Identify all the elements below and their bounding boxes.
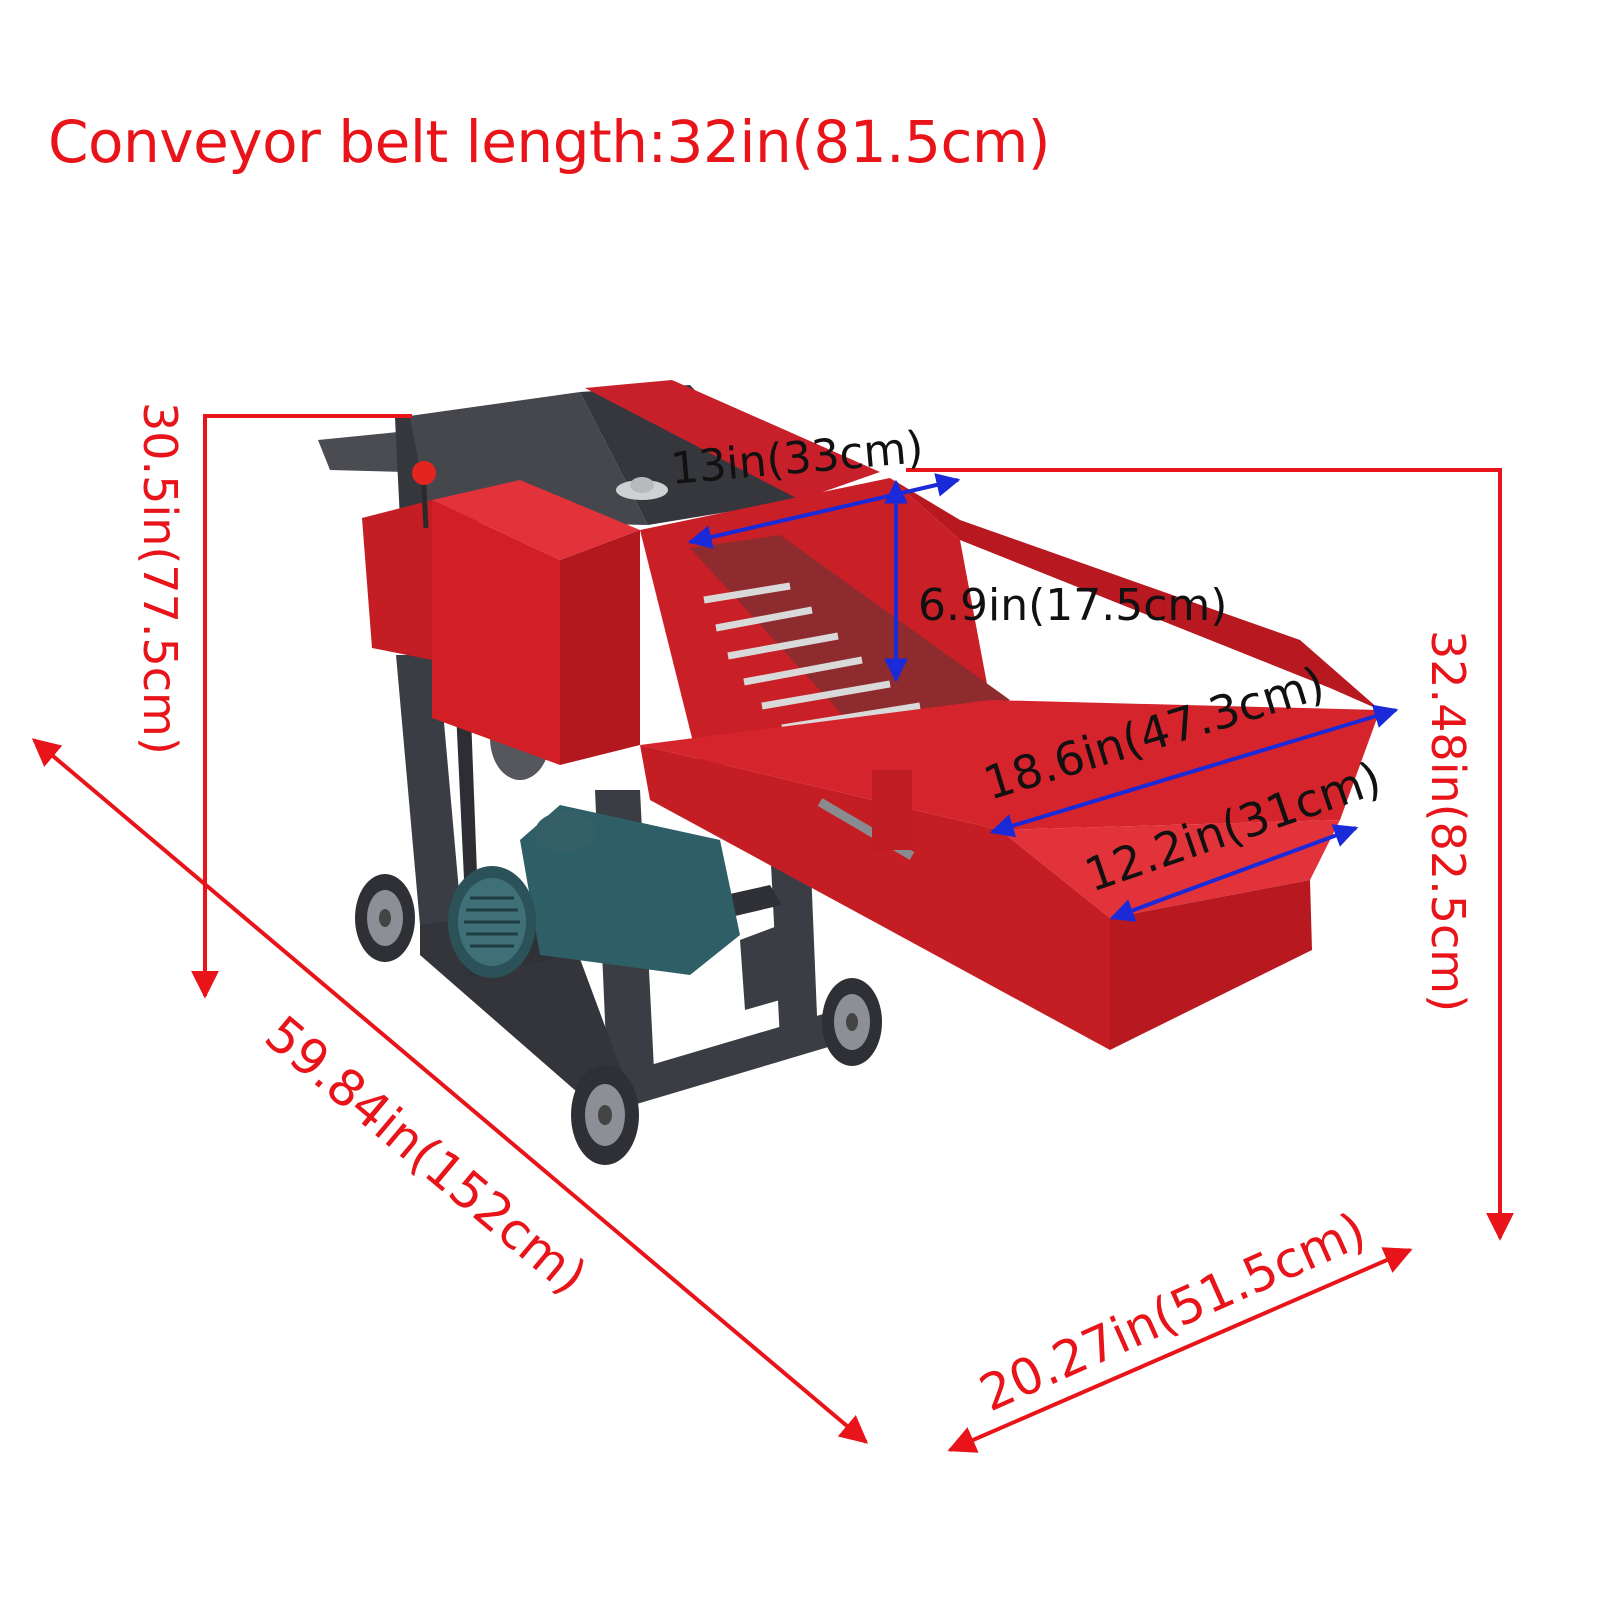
caster-wheel-icon (355, 874, 415, 962)
dimension-lines-red (31, 414, 1514, 1453)
caster-wheel-icon (571, 1065, 639, 1165)
height-left-label: 30.5in(77.5cm) (133, 402, 187, 755)
tray-inner-width-line (1109, 824, 1359, 922)
inlet-height-label: 6.9in(17.5cm) (918, 580, 1227, 631)
tray-outer-width-line (989, 704, 1399, 838)
machine-housing (362, 461, 640, 765)
height-right-line (906, 468, 1514, 1241)
width-line (947, 1247, 1413, 1453)
width-label: 20.27in(51.5cm) (971, 1201, 1374, 1423)
chaff-cutter-machine-icon (318, 380, 1385, 1165)
caster-wheel-icon (822, 978, 882, 1066)
electric-motor-icon (448, 805, 740, 978)
page-title: Conveyor belt length:32in(81.5cm) (48, 108, 1051, 176)
inlet-width-line (687, 473, 961, 549)
length-line (31, 738, 869, 1444)
height-right-label: 32.48in(82.5cm) (1421, 630, 1475, 1012)
dimension-lines-blue (687, 473, 1399, 922)
